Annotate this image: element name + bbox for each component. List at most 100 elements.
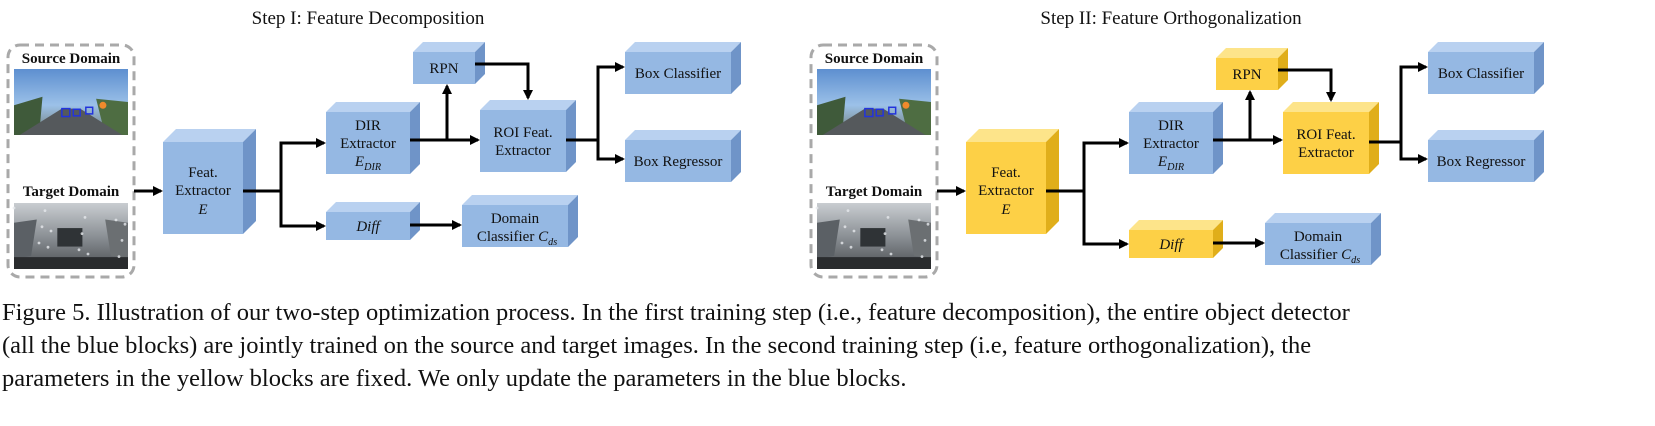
source-domain-label: Source Domain bbox=[22, 51, 121, 67]
box-classifier-label: Box Classifier bbox=[635, 66, 721, 82]
box-classifier-block-front bbox=[1428, 52, 1534, 94]
rpn-block bbox=[1216, 48, 1288, 90]
box-regressor-block-top bbox=[625, 130, 741, 140]
rpn-block-front bbox=[1216, 58, 1278, 90]
feat-extractor-label: Feat. bbox=[991, 165, 1021, 181]
roi-extractor-label: Extractor bbox=[1298, 145, 1354, 161]
dir-extractor-symbol: EDIR bbox=[1157, 154, 1185, 173]
source-domain-image bbox=[817, 69, 931, 135]
dir-extractor-block-front bbox=[326, 112, 410, 174]
diff-block-side bbox=[1213, 220, 1223, 258]
feat-extractor-label: Extractor bbox=[175, 183, 231, 199]
diff-block-front bbox=[326, 212, 410, 240]
domain-classifier-block-side bbox=[1371, 213, 1381, 265]
diff-label: Diff bbox=[1158, 237, 1184, 253]
figure-caption: Figure 5. Illustration of our two-step o… bbox=[2, 296, 1652, 395]
domain-classifier-symbol: Classifier Cds bbox=[1280, 247, 1360, 266]
roi-extractor-block-side bbox=[1369, 102, 1379, 174]
domain-frame bbox=[6, 43, 136, 279]
diff-block bbox=[1129, 220, 1223, 258]
domain-classifier-label: Domain bbox=[491, 211, 540, 227]
dir-extractor-block bbox=[326, 102, 420, 174]
dir-extractor-label: DIR bbox=[1158, 118, 1184, 134]
roi-extractor-label: Extractor bbox=[495, 143, 551, 159]
arrow-to-dir bbox=[1082, 138, 1129, 191]
target-domain-label: Target Domain bbox=[826, 184, 923, 200]
diff-block-top bbox=[326, 202, 420, 212]
target-domain-image bbox=[815, 203, 931, 269]
step-2-panel: Step II: Feature OrthogonalizationSource… bbox=[809, 8, 1544, 279]
arrow-to-diff bbox=[279, 191, 326, 231]
arrow-to-diff bbox=[1082, 191, 1129, 249]
box-regressor-block-front bbox=[1428, 140, 1534, 182]
feat-extractor-label: Feat. bbox=[188, 165, 218, 181]
diff-block-front bbox=[1129, 230, 1213, 258]
roi-extractor-block-front bbox=[1283, 112, 1369, 174]
diff-block bbox=[326, 202, 420, 240]
roi-extractor-label: ROI Feat. bbox=[493, 125, 552, 141]
domain-frame bbox=[809, 43, 939, 279]
arrow-to-dir bbox=[279, 138, 326, 191]
box-regressor-block bbox=[1428, 130, 1544, 182]
box-classifier-block bbox=[625, 42, 741, 94]
dir-extractor-label: Extractor bbox=[340, 136, 396, 152]
dir-extractor-block-side bbox=[1213, 102, 1223, 174]
arrow-to-box-regressor bbox=[1399, 142, 1428, 164]
rpn-label: RPN bbox=[1232, 67, 1261, 83]
dir-extractor-block-top bbox=[1129, 102, 1223, 112]
domain-classifier-block-top bbox=[1265, 213, 1381, 223]
box-classifier-block bbox=[1428, 42, 1544, 94]
dir-extractor-block-side bbox=[410, 102, 420, 174]
feat-extractor-symbol: E bbox=[197, 202, 207, 218]
box-regressor-block-top bbox=[1428, 130, 1544, 140]
domain-classifier-block bbox=[1265, 213, 1381, 265]
source-domain-image bbox=[14, 69, 128, 135]
caption-line-2: (all the blue blocks) are jointly traine… bbox=[2, 332, 1312, 359]
domain-classifier-symbol: Classifier Cds bbox=[477, 229, 557, 248]
domain-classifier-block-side bbox=[568, 195, 578, 247]
target-domain-image bbox=[12, 203, 128, 269]
arrow-to-box-classifier bbox=[1399, 62, 1428, 142]
dir-extractor-label: Extractor bbox=[1143, 136, 1199, 152]
box-classifier-block-side bbox=[1534, 42, 1544, 94]
box-classifier-block-front bbox=[625, 52, 731, 94]
roi-extractor-label: ROI Feat. bbox=[1296, 127, 1355, 143]
caption-line-3: parameters in the yellow blocks are fixe… bbox=[2, 365, 907, 392]
roi-extractor-block-top bbox=[1283, 102, 1379, 112]
step-title: Step I: Feature Decomposition bbox=[252, 8, 485, 29]
domain-classifier-block-top bbox=[462, 195, 578, 205]
diff-block-top bbox=[1129, 220, 1223, 230]
arrow-rpn-to-roi bbox=[475, 62, 533, 100]
domain-classifier-block bbox=[462, 195, 578, 247]
rpn-label: RPN bbox=[429, 61, 458, 77]
box-classifier-label: Box Classifier bbox=[1438, 66, 1524, 82]
diff-label: Diff bbox=[355, 219, 381, 235]
box-regressor-block-front bbox=[625, 140, 731, 182]
feat-extractor-block-side bbox=[243, 129, 256, 234]
rpn-block-top bbox=[413, 42, 485, 52]
dir-extractor-symbol: EDIR bbox=[354, 154, 382, 173]
box-classifier-block-top bbox=[1428, 42, 1544, 52]
arrow-rpn-to-roi bbox=[1278, 68, 1336, 102]
arrow-to-box-classifier bbox=[596, 62, 625, 140]
feat-extractor-label: Extractor bbox=[978, 183, 1034, 199]
roi-extractor-block bbox=[480, 100, 576, 172]
domain-classifier-block-front bbox=[1265, 223, 1371, 265]
target-domain-label: Target Domain bbox=[23, 184, 120, 200]
dir-extractor-block bbox=[1129, 102, 1223, 174]
box-regressor-block bbox=[625, 130, 741, 182]
box-regressor-label: Box Regressor bbox=[634, 154, 723, 170]
box-regressor-block-side bbox=[731, 130, 741, 182]
dir-extractor-block-top bbox=[326, 102, 420, 112]
dir-extractor-block-front bbox=[1129, 112, 1213, 174]
feat-extractor-block bbox=[966, 129, 1059, 234]
feat-extractor-block-side bbox=[1046, 129, 1059, 234]
dir-extractor-label: DIR bbox=[355, 118, 381, 134]
roi-extractor-block-top bbox=[480, 100, 576, 110]
feat-extractor-block-front bbox=[966, 142, 1046, 234]
box-regressor-block-side bbox=[1534, 130, 1544, 182]
domain-classifier-block-front bbox=[462, 205, 568, 247]
roi-extractor-block-side bbox=[566, 100, 576, 172]
